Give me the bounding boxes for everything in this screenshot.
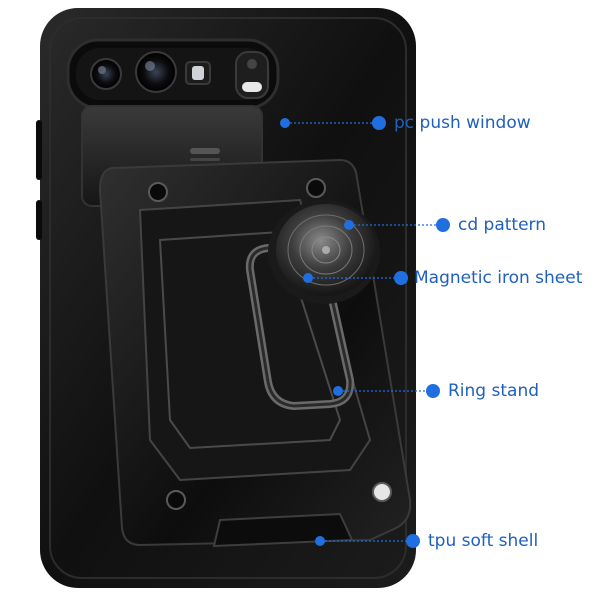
callout-markers bbox=[280, 116, 450, 548]
callout-pc-push-window: pc push window bbox=[394, 113, 531, 133]
callout-magnetic-iron-sheet: Magnetic iron sheet bbox=[414, 268, 583, 288]
callout-cd-pattern: cd pattern bbox=[458, 215, 547, 235]
callout-ring-stand: Ring stand bbox=[448, 381, 540, 401]
cd-pattern-disc bbox=[268, 200, 380, 304]
camera-bar bbox=[66, 38, 280, 110]
callout-tpu-soft-shell: tpu soft shell bbox=[428, 531, 539, 551]
ring-stand bbox=[245, 244, 355, 411]
